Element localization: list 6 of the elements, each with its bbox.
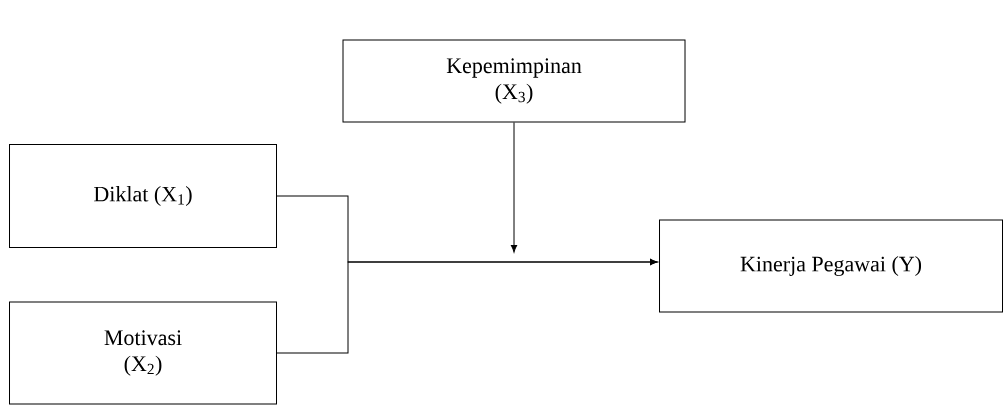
box: Diklat (X$_{1}$) [9, 144, 277, 248]
box: Kepemimpinan (X$_{3}$) [342, 39, 686, 123]
arrow [276, 258, 658, 354]
box: Motivasi (X$_{2}$) [9, 301, 277, 405]
arrow [510, 122, 518, 253]
box: Kinerja Pegawai (Y) [659, 219, 1003, 313]
